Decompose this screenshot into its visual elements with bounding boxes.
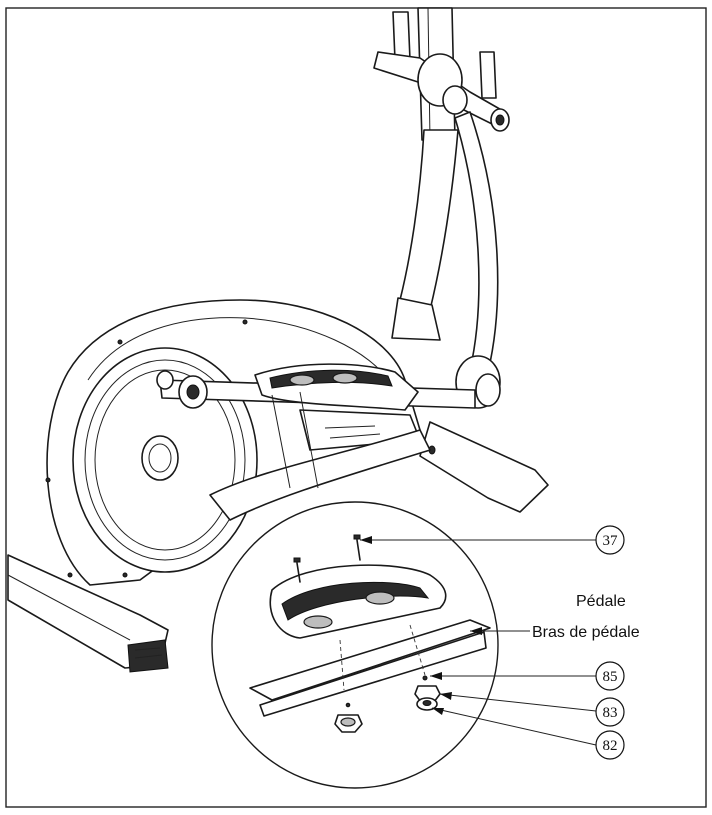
page-frame <box>5 7 707 808</box>
bolt-37-left <box>296 562 301 583</box>
left-handlebar-post <box>392 11 411 61</box>
upright-mast <box>399 129 459 311</box>
svg-text:37: 37 <box>603 533 619 549</box>
label-pedal: Pédale <box>576 593 626 610</box>
washer-85 <box>422 675 428 681</box>
bolt-37-right <box>356 539 361 561</box>
right-moving-arm <box>454 111 499 373</box>
pedal-detail-view <box>211 501 499 789</box>
svg-text:82: 82 <box>603 738 618 754</box>
right-handlebar-grip <box>479 51 497 99</box>
callout-83: 83 <box>439 692 625 727</box>
callout-85: 85 <box>430 661 625 691</box>
stabilizer-foot <box>419 421 549 513</box>
svg-text:83: 83 <box>603 705 618 721</box>
svg-text:85: 85 <box>603 669 618 685</box>
callout-82: 82 <box>431 707 625 760</box>
detail-leader-right <box>299 391 319 489</box>
stabilizer-end-cap <box>127 639 169 673</box>
mast-base <box>391 297 441 341</box>
elliptical-trainer <box>7 7 549 673</box>
pedal-arm-beam <box>249 619 491 701</box>
callout-pedal-arm <box>470 627 530 635</box>
detail-leader-left <box>271 394 291 489</box>
crank-hub <box>141 435 179 481</box>
callout-37: 37 <box>360 525 625 555</box>
label-pedal-arm: Bras de pédale <box>532 624 640 641</box>
lower-frame <box>209 429 431 521</box>
